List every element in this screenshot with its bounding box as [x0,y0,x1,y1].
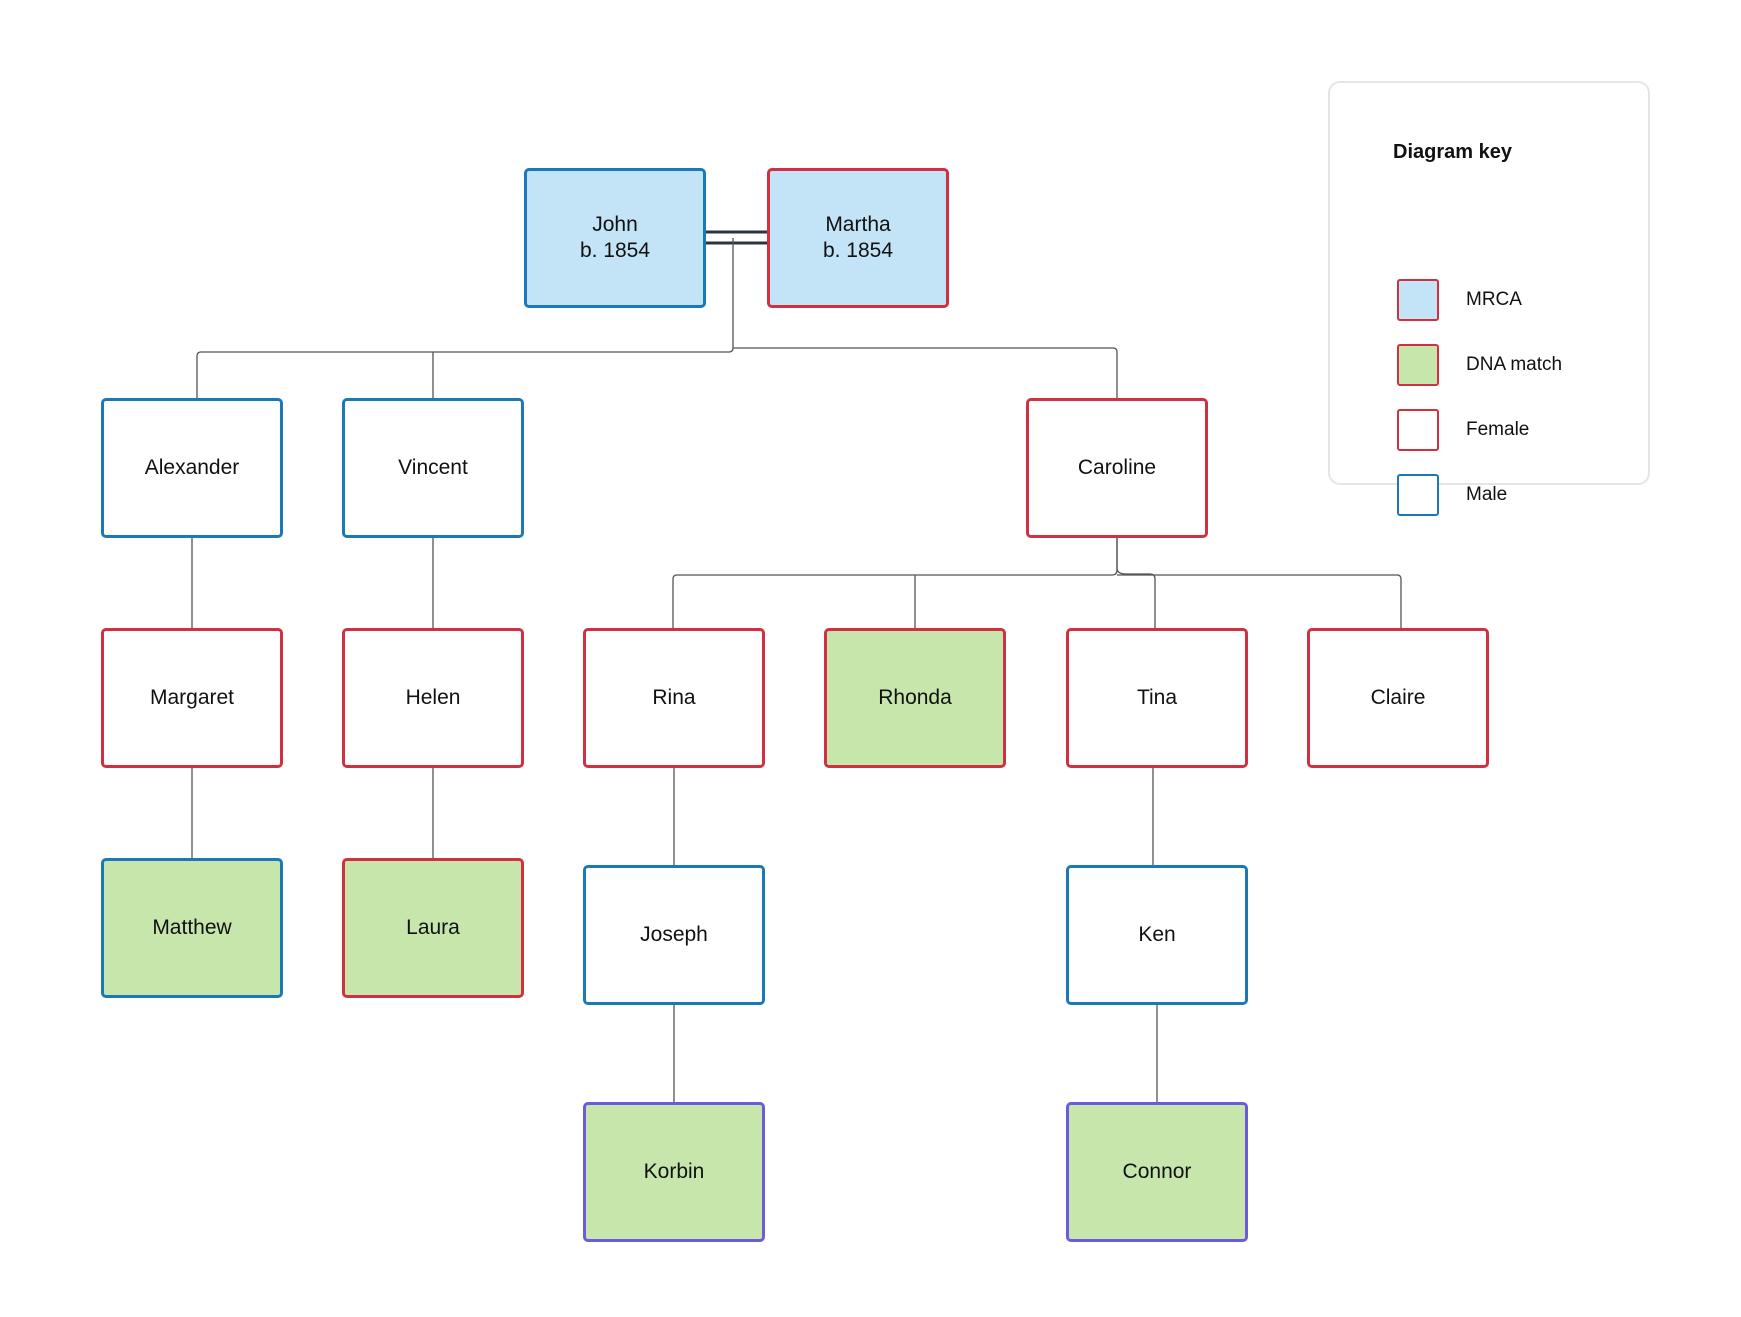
connector-lines [191,230,1402,1102]
legend-item-male: Male [1397,474,1507,516]
legend-item-female: Female [1397,409,1529,451]
person-claire: Claire [1307,628,1489,768]
person-ken: Ken [1066,865,1248,1005]
person-name: Joseph [640,923,708,946]
person-name: Tina [1136,686,1178,709]
person-name: Connor [1122,1160,1192,1183]
person-name: Helen [405,686,461,709]
person-connor: Connor [1066,1102,1248,1242]
person-name: Rina [652,686,696,709]
person-name: Korbin [643,1160,705,1183]
male-swatch [1397,474,1439,516]
legend-label: MRCA [1466,289,1522,310]
person-helen: Helen [342,628,524,768]
person-john: John b. 1854 [524,168,706,308]
diagram-key: Diagram key MRCA DNA match Female Male [1328,81,1650,516]
connector-line [1117,574,1402,628]
female-swatch [1397,409,1439,451]
dna-match-swatch [1397,344,1439,386]
person-rina: Rina [583,628,765,768]
person-alexander: Alexander [101,398,283,538]
person-name: Matthew [152,916,232,939]
person-name: Rhonda [878,686,952,709]
person-name: Ken [1138,923,1176,946]
diagram-key-title: Diagram key [1393,141,1512,163]
person-name: Caroline [1077,456,1157,479]
birth-year: b. 1854 [822,239,894,262]
person-name: Margaret [149,686,235,709]
legend-label: Female [1466,419,1530,440]
connector-line [196,238,734,398]
person-laura: Laura [342,858,524,998]
legend-label: Male [1466,484,1508,505]
person-name: John [592,213,638,236]
connector-line [672,538,1118,628]
person-name: Claire [1370,686,1426,709]
person-caroline: Caroline [1026,398,1208,538]
person-margaret: Margaret [101,628,283,768]
person-matthew: Matthew [101,858,283,998]
legend-item-dna-match: DNA match [1397,344,1562,386]
person-name: Alexander [144,456,240,479]
person-tina: Tina [1066,628,1248,768]
person-korbin: Korbin [583,1102,765,1242]
person-name: Vincent [398,456,468,479]
mrca-swatch [1397,279,1439,321]
person-name: Laura [406,916,460,939]
legend-label: DNA match [1466,354,1563,375]
person-name: Martha [825,213,891,236]
legend-item-mrca: MRCA [1397,279,1522,321]
person-martha: Martha b. 1854 [767,168,949,308]
person-vincent: Vincent [342,398,524,538]
connector-line [1116,538,1156,628]
birth-year: b. 1854 [579,239,651,262]
person-rhonda: Rhonda [824,628,1006,768]
connector-line [733,347,1118,398]
person-joseph: Joseph [583,865,765,1005]
